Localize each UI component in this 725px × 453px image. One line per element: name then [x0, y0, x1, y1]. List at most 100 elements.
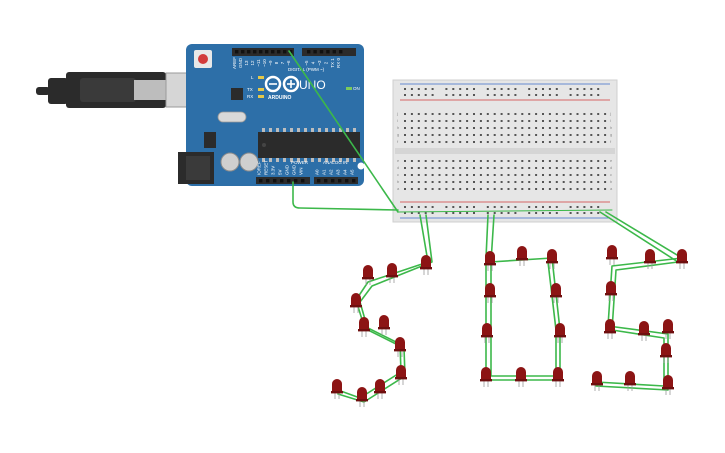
breadboard-hole[interactable]	[528, 120, 531, 122]
breadboard-hole[interactable]	[590, 141, 593, 143]
breadboard-hole[interactable]	[548, 160, 551, 162]
breadboard-hole[interactable]	[404, 206, 406, 208]
breadboard-hole[interactable]	[466, 113, 469, 115]
breadboard-hole[interactable]	[507, 127, 510, 129]
breadboard-hole[interactable]	[535, 206, 538, 208]
breadboard-hole[interactable]	[514, 141, 517, 143]
analog-pin-hole[interactable]	[317, 179, 321, 183]
breadboard-hole[interactable]	[431, 127, 434, 129]
breadboard-hole[interactable]	[473, 174, 475, 176]
breadboard-hole[interactable]	[410, 167, 413, 169]
breadboard-hole[interactable]	[535, 188, 538, 190]
breadboard-hole[interactable]	[542, 127, 544, 129]
breadboard-hole[interactable]	[514, 88, 517, 90]
breadboard-hole[interactable]	[410, 141, 413, 143]
breadboard-hole[interactable]	[438, 167, 441, 169]
breadboard-hole[interactable]	[562, 160, 565, 162]
breadboard-hole[interactable]	[466, 181, 469, 183]
breadboard-hole[interactable]	[404, 113, 406, 115]
breadboard-hole[interactable]	[548, 127, 551, 129]
breadboard-hole[interactable]	[542, 134, 544, 136]
breadboard-hole[interactable]	[417, 134, 420, 136]
breadboard-hole[interactable]	[424, 188, 427, 190]
breadboard-hole[interactable]	[576, 127, 579, 129]
breadboard-hole[interactable]	[424, 181, 427, 183]
breadboard-hole[interactable]	[486, 134, 489, 136]
breadboard-hole[interactable]	[417, 88, 420, 90]
breadboard-hole[interactable]	[590, 127, 593, 129]
breadboard-hole[interactable]	[514, 206, 517, 208]
breadboard-hole[interactable]	[466, 167, 469, 169]
breadboard-hole[interactable]	[597, 167, 600, 169]
breadboard-hole[interactable]	[417, 160, 420, 162]
breadboard-hole[interactable]	[445, 167, 448, 169]
wire-letter-s-inner[interactable]	[337, 214, 433, 403]
breadboard-hole[interactable]	[514, 134, 517, 136]
breadboard-hole[interactable]	[500, 141, 503, 143]
breadboard-hole[interactable]	[604, 167, 607, 169]
breadboard-hole[interactable]	[438, 181, 441, 183]
breadboard-hole[interactable]	[445, 212, 448, 214]
breadboard-hole[interactable]	[479, 188, 482, 190]
breadboard-hole[interactable]	[528, 206, 531, 208]
breadboard-hole[interactable]	[500, 181, 503, 183]
breadboard-hole[interactable]	[486, 167, 489, 169]
breadboard-hole[interactable]	[507, 174, 510, 176]
breadboard-hole[interactable]	[417, 113, 420, 115]
breadboard-hole[interactable]	[404, 212, 406, 214]
breadboard-hole[interactable]	[583, 212, 586, 214]
breadboard-hole[interactable]	[555, 127, 558, 129]
breadboard-hole[interactable]	[431, 206, 434, 208]
breadboard-hole[interactable]	[410, 113, 413, 115]
digital-pin-hole[interactable]	[332, 50, 336, 54]
breadboard-hole[interactable]	[452, 141, 455, 143]
digital-pin-hole[interactable]	[235, 50, 239, 54]
breadboard-hole[interactable]	[528, 127, 531, 129]
digital-pin-hole[interactable]	[259, 50, 263, 54]
breadboard-hole[interactable]	[562, 134, 565, 136]
breadboard-hole[interactable]	[535, 181, 538, 183]
breadboard-hole[interactable]	[555, 134, 558, 136]
breadboard-hole[interactable]	[521, 188, 524, 190]
breadboard-hole[interactable]	[583, 181, 586, 183]
digital-pin-hole[interactable]	[241, 50, 245, 54]
analog-pin-hole[interactable]	[331, 179, 335, 183]
breadboard-hole[interactable]	[452, 206, 455, 208]
breadboard-hole[interactable]	[569, 167, 572, 169]
breadboard-hole[interactable]	[452, 174, 455, 176]
breadboard-hole[interactable]	[542, 181, 544, 183]
breadboard-hole[interactable]	[569, 160, 572, 162]
breadboard-hole[interactable]	[576, 212, 579, 214]
breadboard-hole[interactable]	[410, 160, 413, 162]
breadboard-hole[interactable]	[548, 167, 551, 169]
breadboard-hole[interactable]	[493, 181, 496, 183]
wire-pin13-to-breadboard[interactable]	[288, 50, 399, 213]
breadboard-hole[interactable]	[521, 120, 524, 122]
breadboard-hole[interactable]	[452, 134, 455, 136]
breadboard-hole[interactable]	[555, 113, 558, 115]
breadboard-hole[interactable]	[521, 127, 524, 129]
breadboard-hole[interactable]	[417, 120, 420, 122]
breadboard-hole[interactable]	[438, 134, 441, 136]
breadboard-hole[interactable]	[583, 206, 586, 208]
breadboard-hole[interactable]	[417, 127, 420, 129]
breadboard-hole[interactable]	[493, 113, 496, 115]
breadboard-hole[interactable]	[479, 127, 482, 129]
breadboard-hole[interactable]	[459, 134, 462, 136]
breadboard-hole[interactable]	[562, 127, 565, 129]
breadboard-hole[interactable]	[486, 206, 489, 208]
breadboard-hole[interactable]	[466, 141, 469, 143]
breadboard-hole[interactable]	[583, 174, 586, 176]
breadboard-hole[interactable]	[590, 181, 593, 183]
breadboard-hole[interactable]	[597, 134, 600, 136]
breadboard-hole[interactable]	[548, 113, 551, 115]
breadboard-hole[interactable]	[528, 167, 531, 169]
breadboard-hole[interactable]	[424, 141, 427, 143]
breadboard-hole[interactable]	[473, 212, 475, 214]
breadboard-hole[interactable]	[569, 141, 572, 143]
led[interactable]	[481, 323, 493, 343]
breadboard-hole[interactable]	[535, 120, 538, 122]
breadboard-hole[interactable]	[521, 167, 524, 169]
breadboard-hole[interactable]	[424, 134, 427, 136]
breadboard-hole[interactable]	[590, 206, 593, 208]
